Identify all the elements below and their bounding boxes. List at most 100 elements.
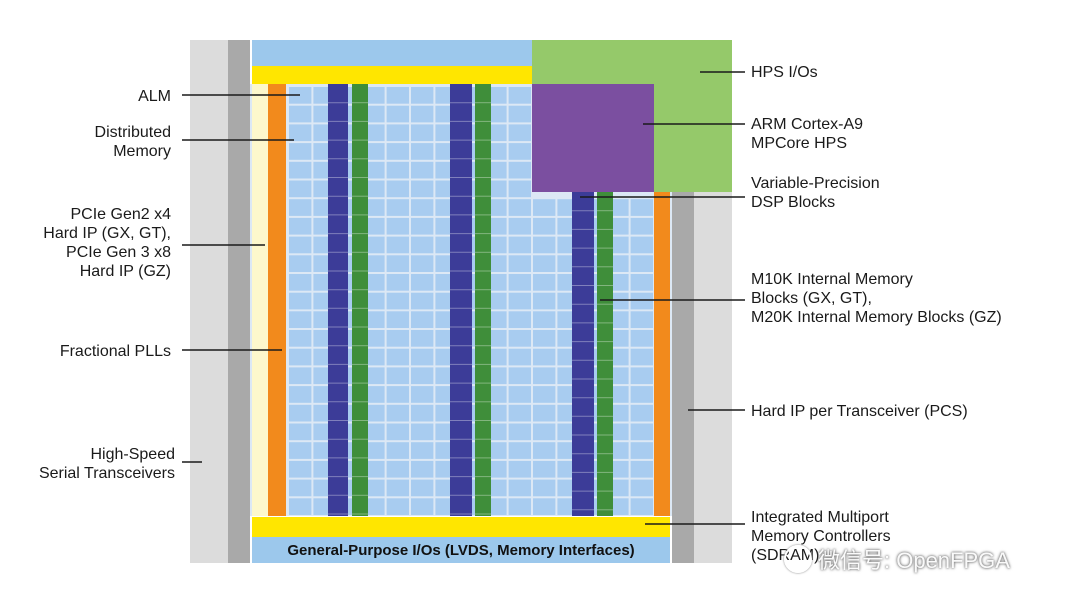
alm-cell [508, 274, 531, 291]
alm-cell [508, 87, 531, 104]
alm-cell [289, 386, 312, 403]
alm-cell [289, 143, 312, 160]
label-alm: ALM [138, 88, 171, 105]
alm-cell [533, 460, 556, 478]
bottom-gpio-band [252, 537, 670, 563]
wechat-icon [784, 545, 812, 573]
alm-cell [289, 367, 312, 385]
alm-cell [508, 161, 531, 179]
alm-cell [411, 199, 434, 216]
alm-cell [386, 105, 409, 123]
alm-cell [289, 199, 312, 216]
alm-cell [533, 311, 556, 328]
alm-cell [533, 274, 556, 291]
alm-cell [411, 442, 434, 459]
left-hard-ip-strip [252, 84, 268, 516]
alm-cell [411, 255, 434, 272]
alm-cell [533, 386, 556, 403]
alm-cell [630, 367, 653, 385]
alm-cell [508, 105, 531, 123]
label-multiport: Integrated Multiport Memory Controllers … [751, 509, 891, 564]
bottom-yellow-band [252, 517, 670, 537]
alm-cell [630, 442, 653, 459]
alm-cell [630, 479, 653, 497]
alm-cell [289, 479, 312, 497]
alm-cell [508, 404, 531, 422]
alm-cell [630, 460, 653, 478]
dsp-column [352, 84, 368, 516]
alm-cell [411, 143, 434, 160]
alm-cell [533, 199, 556, 216]
alm-cell [411, 161, 434, 179]
alm-cell [533, 498, 556, 515]
alm-cell [508, 386, 531, 403]
label-hs-transceivers: High-Speed Serial Transceivers [38, 446, 175, 482]
alm-cell [411, 460, 434, 478]
alm-cell [630, 292, 653, 310]
right-transceiver-inner [672, 192, 694, 563]
alm-cell [289, 217, 312, 235]
alm-cell [411, 105, 434, 123]
alm-cell [411, 404, 434, 422]
alm-cell [289, 255, 312, 272]
alm-cell [386, 87, 409, 104]
right-fractional-pll [654, 192, 670, 516]
alm-cell [630, 386, 653, 403]
alm-cell [289, 311, 312, 328]
alm-cell [630, 217, 653, 235]
alm-cell [289, 236, 312, 254]
alm-cell [386, 442, 409, 459]
alm-cell [289, 404, 312, 422]
alm-cell [411, 479, 434, 497]
alm-cell [411, 348, 434, 366]
alm-cell [386, 236, 409, 254]
alm-cell [630, 330, 653, 347]
alm-cell [386, 255, 409, 272]
alm-cell [289, 292, 312, 310]
alm-cell [386, 498, 409, 515]
label-pcie: PCIe Gen2 x4 Hard IP (GX, GT), PCIe Gen … [43, 206, 171, 280]
alm-cell [630, 404, 653, 422]
alm-cell [289, 105, 312, 123]
alm-cell [289, 87, 312, 104]
alm-cell [508, 330, 531, 347]
alm-cell [508, 423, 531, 441]
alm-cell [533, 217, 556, 235]
alm-cell [386, 292, 409, 310]
alm-cell [289, 442, 312, 459]
arm-hps-block [532, 84, 654, 192]
alm-cell [508, 348, 531, 366]
alm-cell [289, 124, 312, 142]
alm-cell [533, 479, 556, 497]
alm-cell [411, 274, 434, 291]
alm-cell [411, 217, 434, 235]
alm-cell [508, 199, 531, 216]
alm-cell [508, 217, 531, 235]
alm-cell [533, 348, 556, 366]
m10k-column [328, 84, 348, 516]
alm-cell [289, 180, 312, 198]
gpio-label: General-Purpose I/Os (LVDS, Memory Inter… [287, 542, 635, 559]
alm-cell [508, 311, 531, 328]
alm-cell [533, 236, 556, 254]
alm-cell [411, 330, 434, 347]
alm-cell [386, 180, 409, 198]
alm-cell [411, 423, 434, 441]
alm-cell [411, 180, 434, 198]
alm-cell [508, 460, 531, 478]
alm-cell [386, 386, 409, 403]
alm-cell [386, 330, 409, 347]
alm-cell [508, 143, 531, 160]
alm-cell [386, 404, 409, 422]
alm-cell [289, 348, 312, 366]
alm-cell [411, 236, 434, 254]
alm-cell [289, 423, 312, 441]
alm-cell [508, 292, 531, 310]
alm-cell [411, 292, 434, 310]
alm-cell [533, 404, 556, 422]
alm-cell [411, 124, 434, 142]
alm-cell [508, 180, 531, 198]
alm-cell [411, 367, 434, 385]
alm-cell [289, 498, 312, 515]
